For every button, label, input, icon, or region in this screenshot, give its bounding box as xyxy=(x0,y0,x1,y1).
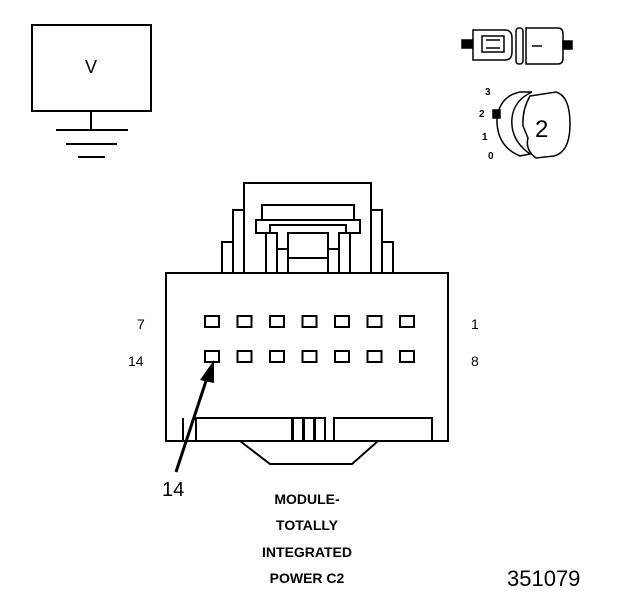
housing-bottom-lip xyxy=(239,440,379,465)
pin-cavity-11 xyxy=(301,350,318,363)
pin-cavity-8 xyxy=(399,350,415,363)
pin-cavity-2 xyxy=(366,315,383,328)
selector-scale-1: 1 xyxy=(482,132,488,143)
selector-switch-icon xyxy=(492,91,571,159)
selector-dial xyxy=(496,91,533,157)
pin-cavity-3 xyxy=(334,315,350,328)
selector-scale-2: 2 xyxy=(479,109,485,120)
latch-side-left xyxy=(232,209,245,274)
pin-label-row2-right: 8 xyxy=(471,353,479,369)
pin-cavity-10 xyxy=(334,350,350,363)
title-line-4: POWER C2 xyxy=(269,570,345,586)
selector-knob xyxy=(522,91,571,159)
probe-icon xyxy=(461,27,573,65)
latch-side-right xyxy=(370,209,383,274)
selector-scale-3: 3 xyxy=(485,87,491,98)
latch-tab xyxy=(287,232,329,274)
pin-cavity-14 xyxy=(204,350,220,363)
title-line-3: INTEGRATED xyxy=(262,544,352,560)
callout-arrow xyxy=(174,360,214,473)
pin-cavities xyxy=(204,315,415,363)
probe-tip-right xyxy=(562,40,573,50)
pin-label-row1-right: 1 xyxy=(471,316,479,332)
pin-cavity-12 xyxy=(269,350,285,363)
probe-body-right xyxy=(525,27,564,65)
figure-number: 351079 xyxy=(507,566,581,591)
voltmeter-symbol xyxy=(31,24,152,158)
pin-cavity-7 xyxy=(204,315,220,328)
callout-arrowhead xyxy=(200,360,214,383)
selector-pointer xyxy=(492,109,501,119)
pin-label-row2-left: 14 xyxy=(128,353,144,369)
probe-tip-left xyxy=(461,39,474,49)
pin-cavity-5 xyxy=(269,315,285,328)
selector-position-label: 2 xyxy=(535,116,549,143)
callout-pin-label: 14 xyxy=(162,479,185,501)
latch-bar-top xyxy=(261,204,355,221)
pin-cavity-1 xyxy=(399,315,415,328)
selector-scale-0: 0 xyxy=(488,151,494,162)
pin-cavity-9 xyxy=(366,350,383,363)
probe-collar xyxy=(515,27,524,65)
pin-cavity-13 xyxy=(236,350,253,363)
housing-key-right xyxy=(333,417,433,442)
voltmeter-label: V xyxy=(85,57,98,77)
title-line-2: TOTALLY xyxy=(276,517,338,533)
connector-latch xyxy=(221,182,394,274)
pin-label-row1-left: 7 xyxy=(137,316,145,332)
pin-cavity-6 xyxy=(236,315,253,328)
title-line-1: MODULE- xyxy=(274,491,340,507)
pin-cavity-4 xyxy=(301,315,318,328)
